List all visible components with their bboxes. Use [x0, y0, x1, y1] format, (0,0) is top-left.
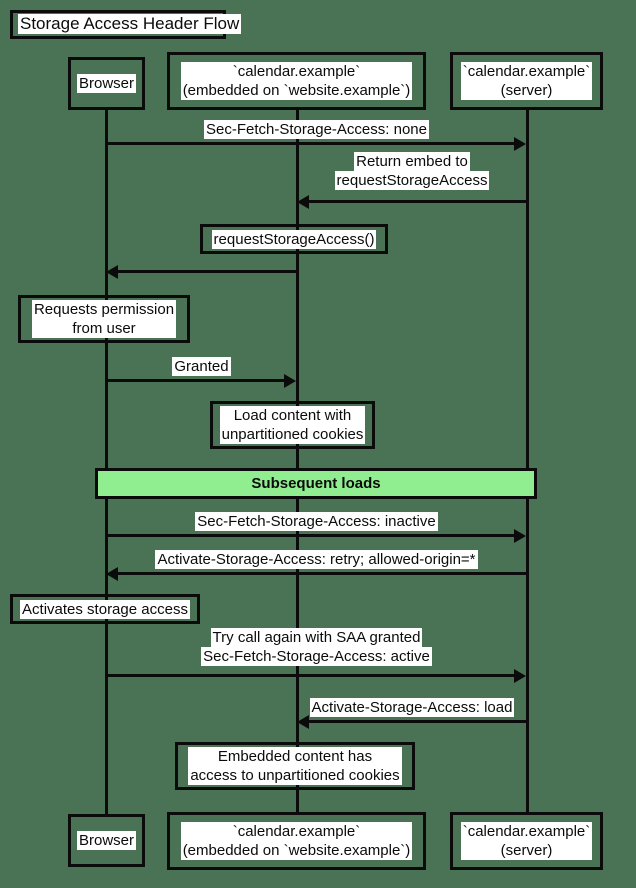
participant-label: `calendar.example` (server)	[460, 62, 593, 100]
note-text: Embedded content has access to unpartiti…	[188, 747, 402, 785]
lifeline-embed	[296, 110, 299, 814]
participant-label: Browser	[77, 74, 137, 93]
arrow-head-left-7	[297, 715, 309, 729]
message-line-5	[118, 572, 527, 575]
note-requests-permission: Requests permission from user	[18, 295, 190, 343]
participant-server-header[interactable]: `calendar.example` (server)	[450, 52, 603, 110]
section-label: Subsequent loads	[251, 475, 381, 492]
message-line-3	[106, 379, 286, 382]
message-line-6	[106, 674, 516, 677]
note-text: Requests permission from user	[31, 300, 177, 338]
note-request-storage-access: requestStorageAccess()	[200, 224, 388, 254]
participant-label: `calendar.example` (server)	[460, 822, 593, 860]
message-line-7	[309, 720, 527, 723]
note-load-content: Load content with unpartitioned cookies	[210, 401, 375, 449]
note-text: Load content with unpartitioned cookies	[219, 406, 366, 444]
arrow-head-left-5	[106, 567, 118, 581]
note-text: Activates storage access	[20, 599, 190, 619]
arrow-head-left-2b	[106, 265, 118, 279]
participant-server-footer[interactable]: `calendar.example` (server)	[450, 812, 603, 870]
message-label-activate-load: Activate-Storage-Access: load	[309, 698, 515, 717]
participant-embed-footer[interactable]: `calendar.example` (embedded on `website…	[167, 812, 426, 870]
arrow-head-right-6	[514, 669, 526, 683]
arrow-head-right-3	[284, 374, 296, 388]
message-line-2b	[118, 270, 297, 273]
lifeline-browser	[105, 110, 108, 814]
message-label-sec-fetch-none: Sec-Fetch-Storage-Access: none	[204, 120, 429, 139]
participant-browser-header[interactable]: Browser	[68, 57, 145, 110]
section-banner-subsequent-loads: Subsequent loads	[95, 468, 537, 499]
note-embedded-content-access: Embedded content has access to unpartiti…	[175, 742, 415, 790]
participant-label: Browser	[77, 831, 137, 850]
message-label-activate-retry: Activate-Storage-Access: retry; allowed-…	[155, 550, 478, 569]
message-label-sec-fetch-inactive: Sec-Fetch-Storage-Access: inactive	[195, 512, 438, 531]
message-label-granted: Granted	[172, 357, 231, 376]
participant-browser-footer[interactable]: Browser	[68, 814, 145, 867]
diagram-title: Storage Access Header Flow	[18, 14, 242, 34]
lifeline-server	[526, 110, 529, 814]
arrow-head-right-1	[514, 137, 526, 151]
arrow-head-left-2	[297, 195, 309, 209]
message-line-1	[106, 142, 516, 145]
participant-embed-header[interactable]: `calendar.example` (embedded on `website…	[167, 52, 426, 110]
participant-label: `calendar.example` (embedded on `website…	[180, 62, 413, 100]
note-text: requestStorageAccess()	[211, 229, 377, 249]
message-line-4	[106, 534, 516, 537]
arrow-head-right-4	[514, 529, 526, 543]
diagram-title-box: Storage Access Header Flow	[10, 10, 242, 39]
message-line-2	[309, 200, 527, 203]
note-activates-storage-access: Activates storage access	[10, 594, 200, 624]
participant-label: `calendar.example` (embedded on `website…	[180, 822, 413, 860]
